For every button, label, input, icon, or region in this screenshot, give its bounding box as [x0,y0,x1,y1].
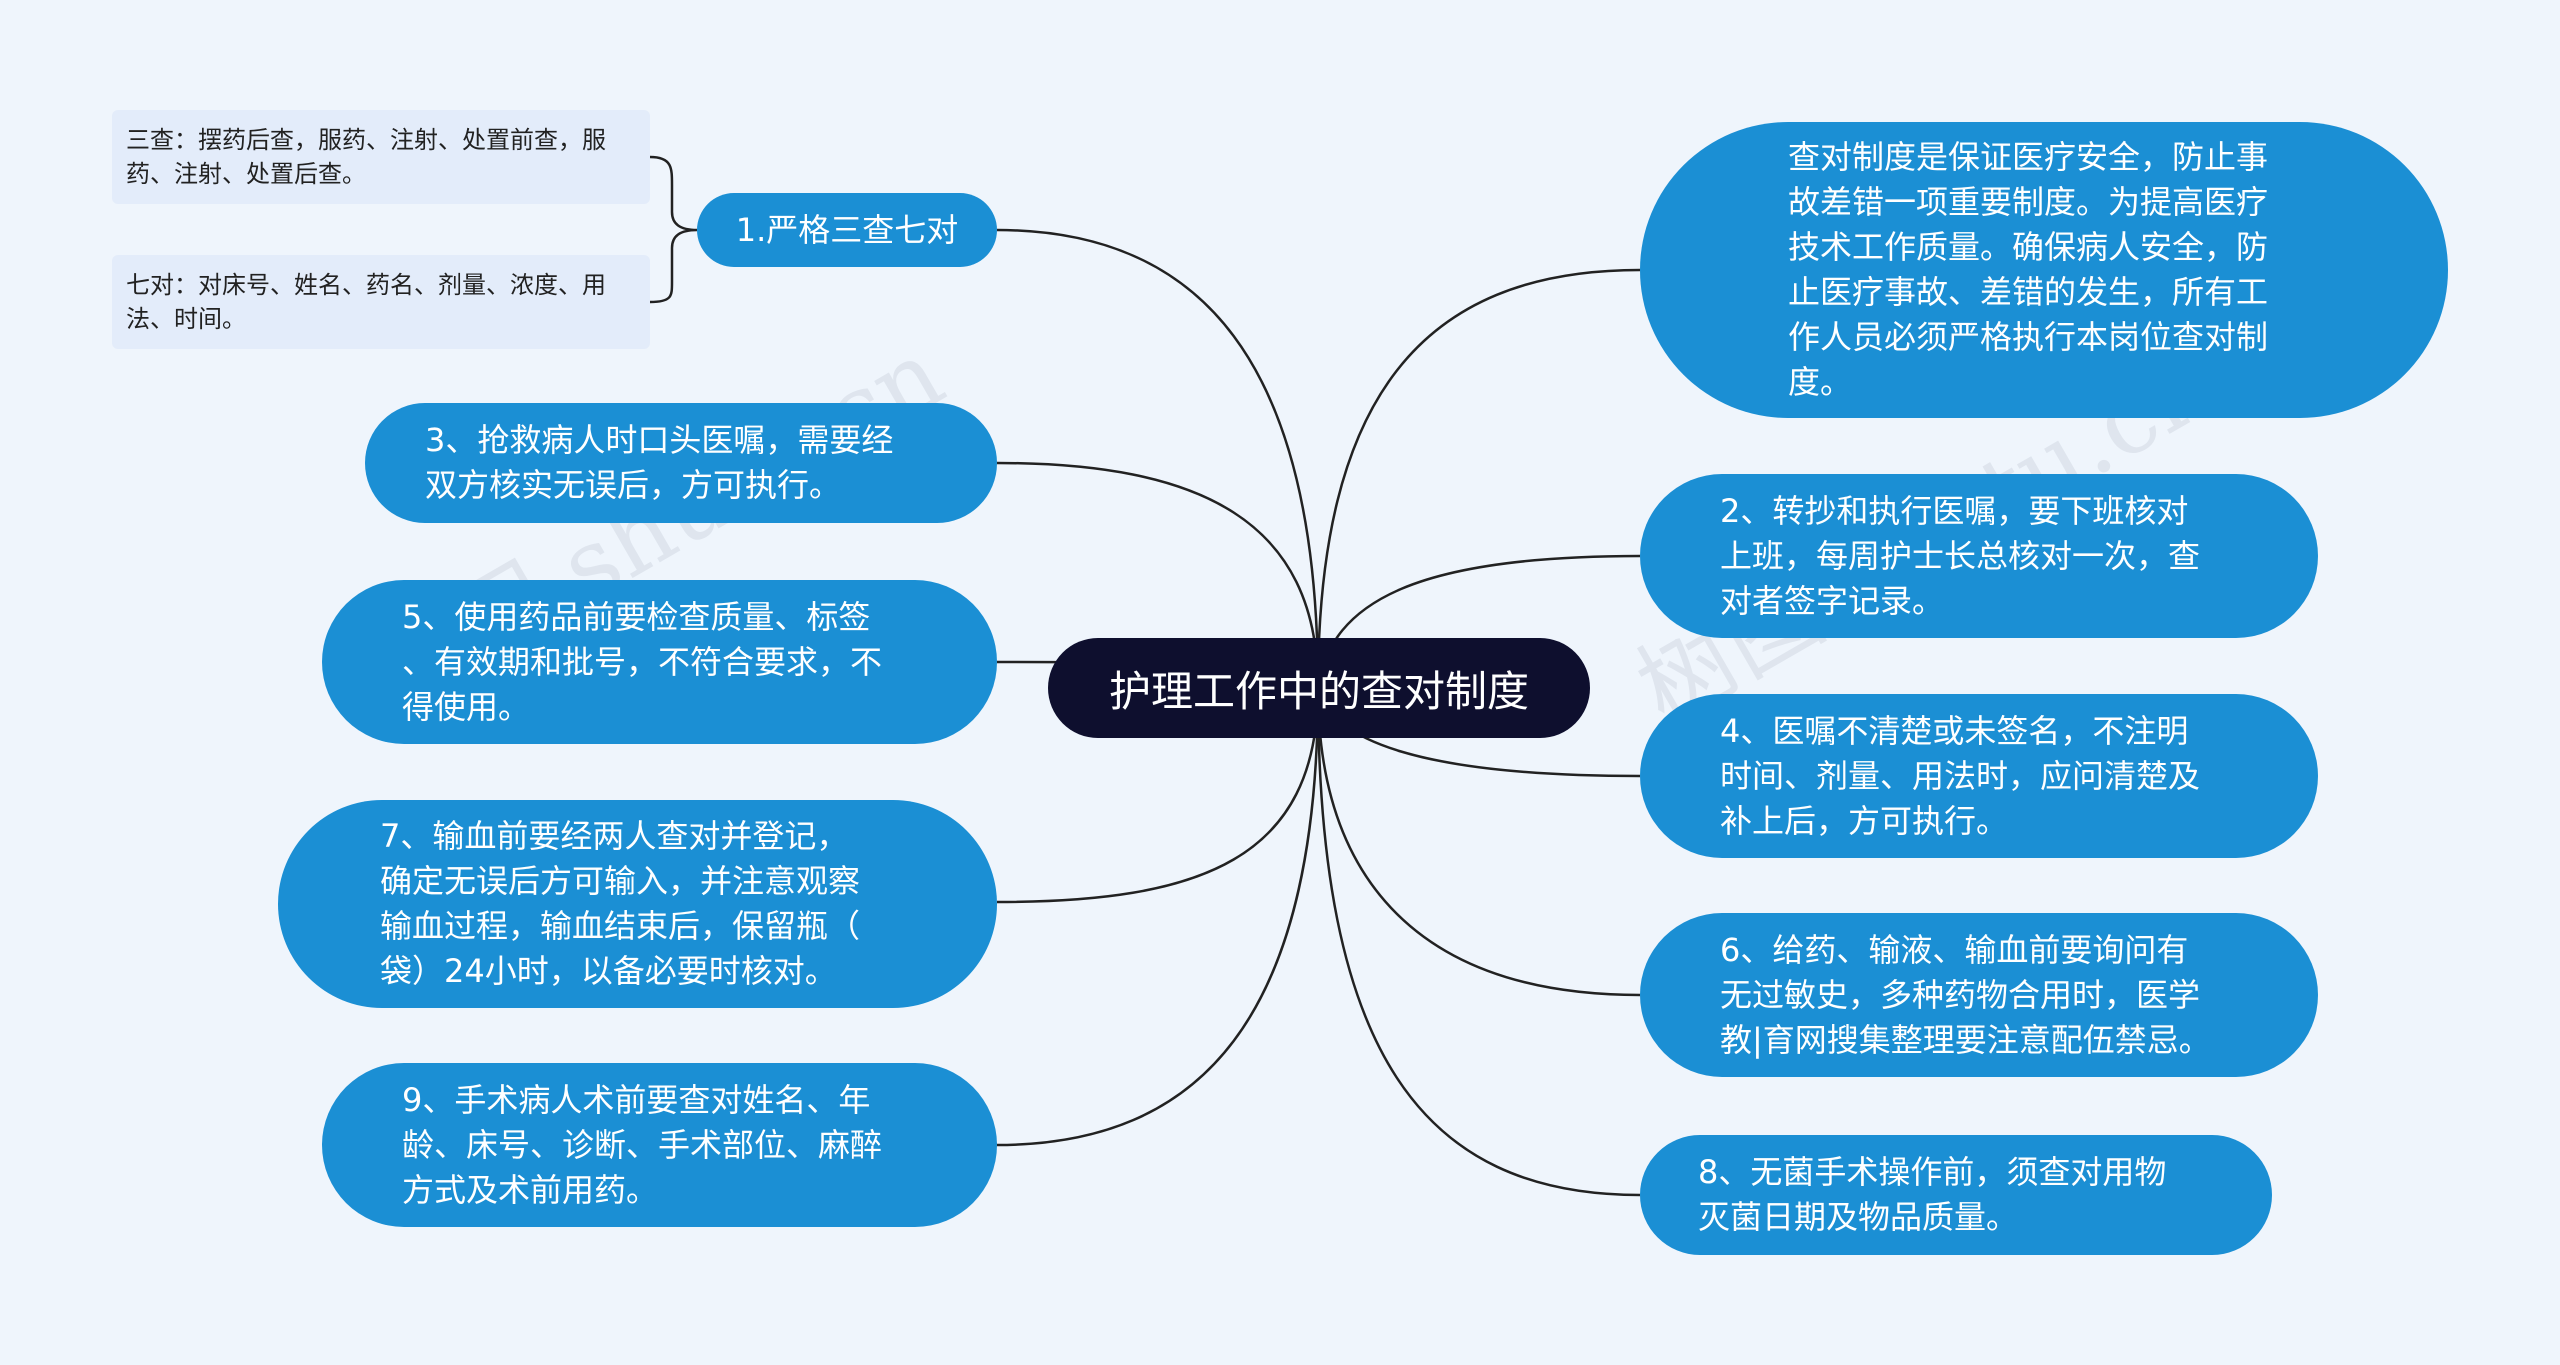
central-topic[interactable]: 护理工作中的查对制度 [1048,638,1590,738]
node-strict-three-checks[interactable]: 1.严格三查七对 [697,193,997,267]
node-verbal-orders[interactable]: 3、抢救病人时口头医嘱，需要经 双方核实无误后，方可执行。 [365,403,997,523]
node-blood-transfusion[interactable]: 7、输血前要经两人查对并登记， 确定无误后方可输入，并注意观察 输血过程，输血结… [278,800,997,1008]
node-transcribe-orders[interactable]: 2、转抄和执行医嘱，要下班核对 上班，每周护士长总核对一次，查 对者签字记录。 [1640,474,2318,638]
link-n3 [996,461,1320,689]
node-surgery-check[interactable]: 9、手术病人术前要查对姓名、年 龄、床号、诊断、手术部位、麻醉 方式及术前用药。 [322,1063,997,1227]
node-intro[interactable]: 查对制度是保证医疗安全，防止事 故差错一项重要制度。为提高医疗 技术工作质量。确… [1640,122,2448,418]
note-three-checks[interactable]: 三查：摆药后查，服药、注射、处置前查，服 药、注射、处置后查。 [112,110,650,204]
note-seven-verifications[interactable]: 七对：对床号、姓名、药名、剂量、浓度、用 法、时间。 [112,255,650,349]
link-n1 [996,228,1320,689]
node-unclear-orders[interactable]: 4、医嘱不清楚或未签名，不注明 时间、剂量、用法时，应问清楚及 补上后，方可执行… [1640,694,2318,858]
link-n7 [996,687,1320,904]
link-n8 [1316,687,1641,1197]
link-n9 [996,687,1320,1147]
node-aseptic-operation[interactable]: 8、无菌手术操作前，须查对用物 灭菌日期及物品质量。 [1640,1135,2272,1255]
node-drug-quality[interactable]: 5、使用药品前要检查质量、标签 、有效期和批号，不符合要求，不 得使用。 [322,580,997,744]
sub-bracket [649,155,698,304]
node-allergy-check[interactable]: 6、给药、输液、输血前要询问有 无过敏史，多种药物合用时，医学 教|育网搜集整理… [1640,913,2318,1077]
central-topic-label: 护理工作中的查对制度 [1108,666,1529,716]
link-n0 [1316,268,1641,689]
link-n6 [1316,687,1641,997]
